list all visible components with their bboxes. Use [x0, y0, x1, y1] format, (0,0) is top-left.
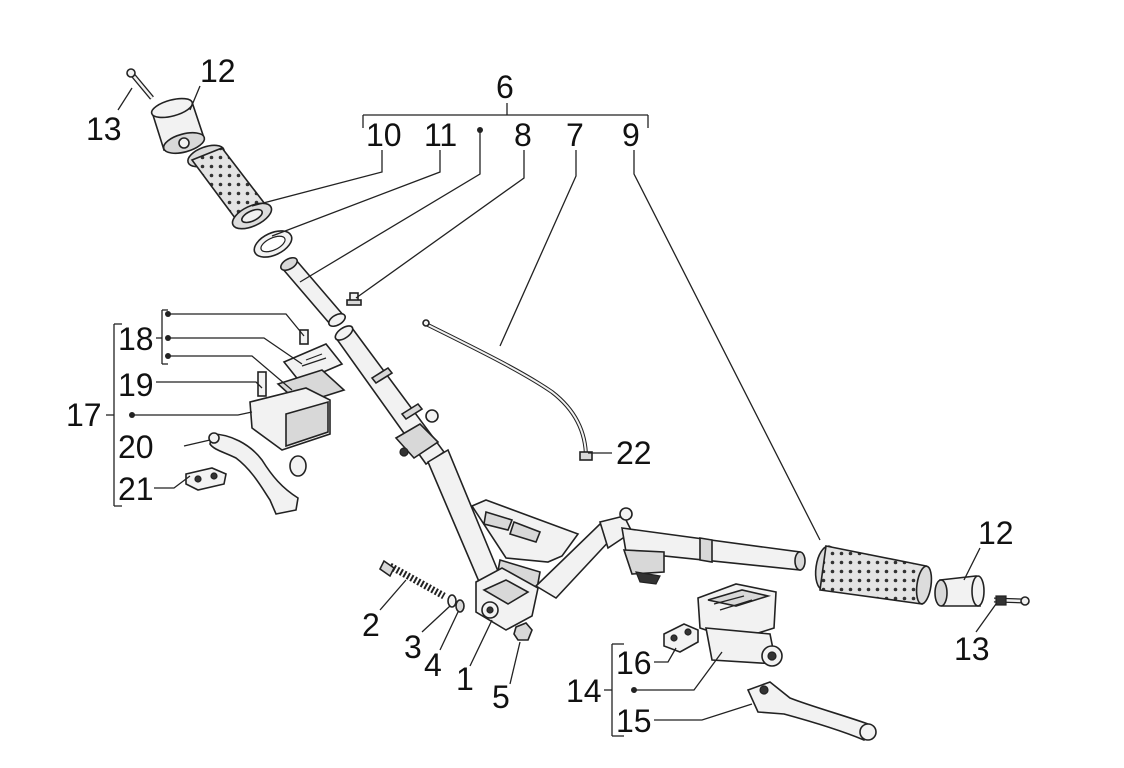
leader-dots: [129, 127, 637, 693]
callout-3: 3: [404, 629, 422, 665]
washer-3: [447, 594, 457, 608]
callout-13-left: 13: [86, 111, 122, 147]
right-switch-bracket: [622, 549, 665, 585]
callout-12-right: 12: [978, 515, 1014, 551]
clamp-bolt: [378, 559, 446, 600]
callout-18: 18: [118, 321, 154, 357]
left-grip: [187, 144, 273, 230]
right-bar-end-weight: [934, 575, 985, 607]
callout-19: 19: [118, 367, 154, 403]
handlebar-right-tube: [534, 507, 806, 600]
steering-clamp: [475, 567, 539, 631]
callout-7: 7: [566, 117, 584, 153]
callout-1: 1: [456, 661, 474, 697]
right-master-cylinder: [697, 583, 783, 667]
washer-4: [455, 599, 465, 613]
callout-15: 15: [616, 703, 652, 739]
callout-5: 5: [492, 679, 510, 715]
callout-22: 22: [616, 435, 652, 471]
throttle-screw: [346, 292, 362, 306]
right-clamp: [663, 623, 699, 653]
callout-17: 17: [66, 397, 102, 433]
left-clamp: [185, 467, 227, 491]
callout-labels: 6 10 11 8 7 9 12 13 18 19 17 20 21 22 2 …: [66, 53, 1014, 739]
right-brake-lever: [746, 681, 877, 741]
callout-12-left: 12: [200, 53, 236, 89]
callout-21: 21: [118, 471, 154, 507]
handlebar-cover: [470, 499, 580, 596]
nut-5: [513, 622, 533, 641]
callout-6: 6: [496, 69, 514, 105]
left-switch-mount: [394, 409, 440, 460]
callout-16: 16: [616, 645, 652, 681]
callout-13-right: 13: [954, 631, 990, 667]
callout-9: 9: [622, 117, 640, 153]
callout-2: 2: [362, 607, 380, 643]
callout-14: 14: [566, 673, 602, 709]
right-bar-end-screw: [993, 595, 1030, 606]
brake-cable: [422, 319, 593, 461]
callout-20: 20: [118, 429, 154, 465]
left-bar-end-weight: [150, 97, 206, 155]
callout-4: 4: [424, 647, 442, 683]
callout-8: 8: [514, 117, 532, 153]
left-brake-lever: [208, 432, 299, 515]
throttle-tube: [280, 256, 346, 328]
callout-10: 10: [366, 117, 402, 153]
left-master-cylinder: [249, 329, 346, 477]
right-grip: [814, 545, 933, 605]
left-bar-end-screw: [126, 68, 154, 100]
leader-lines: [106, 85, 997, 737]
callout-11: 11: [424, 117, 457, 153]
